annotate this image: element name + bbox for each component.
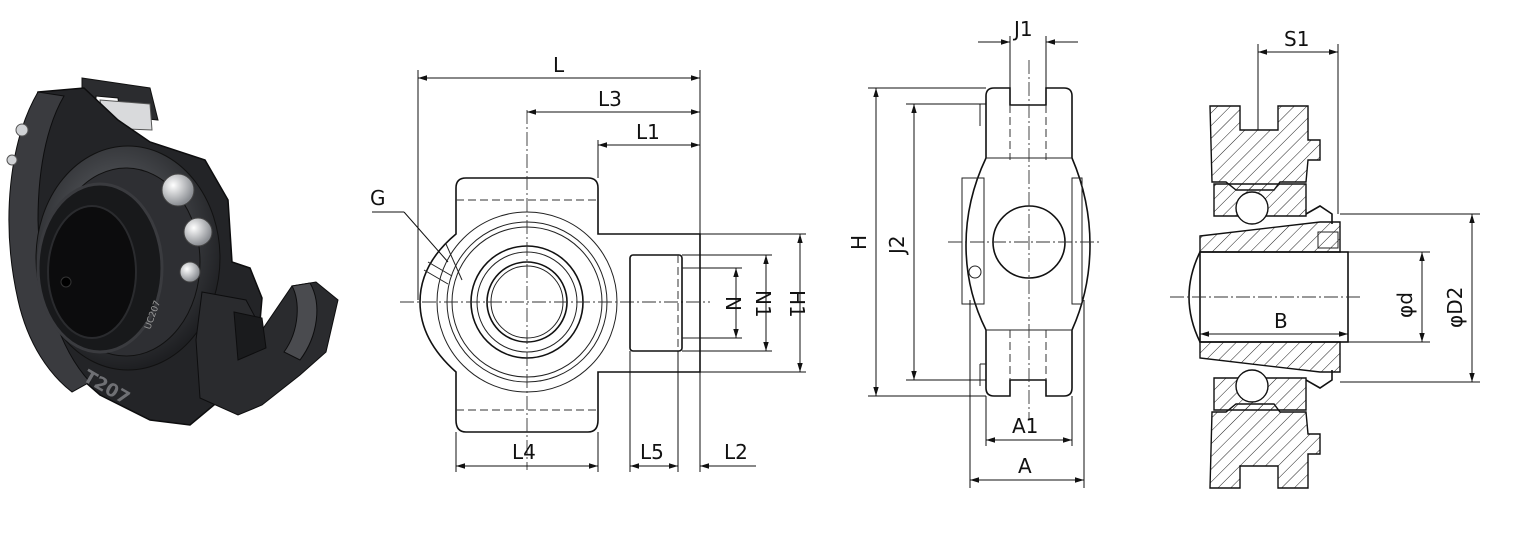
- dim-L4: L4: [512, 440, 536, 464]
- dim-D2: φD2: [1443, 287, 1467, 328]
- section-view: S1 B φd φD2: [1170, 27, 1480, 489]
- dim-S1: S1: [1284, 27, 1309, 51]
- dim-H1: H1: [785, 290, 809, 318]
- product-photo: UC207 T207: [6, 77, 339, 426]
- dim-A1: A1: [1012, 414, 1038, 438]
- dim-d: φd: [1393, 292, 1417, 318]
- dim-L2: L2: [724, 440, 748, 464]
- dim-B: B: [1274, 309, 1288, 333]
- dim-H: H: [847, 235, 871, 250]
- dim-A: A: [1018, 454, 1032, 478]
- dim-N1: N1: [751, 290, 775, 318]
- dim-J2: J2: [885, 235, 909, 256]
- dim-J1: J1: [1012, 17, 1033, 41]
- side-view: J1 H J2 A1 A: [847, 17, 1100, 488]
- front-view: L L3 L1 G L4 L5 L2 N N1: [370, 53, 809, 472]
- dim-N: N: [721, 296, 745, 311]
- dim-G: G: [370, 186, 386, 210]
- dim-L: L: [553, 53, 565, 77]
- dim-L3: L3: [598, 87, 622, 111]
- dim-L5: L5: [640, 440, 664, 464]
- dim-L1: L1: [636, 120, 660, 144]
